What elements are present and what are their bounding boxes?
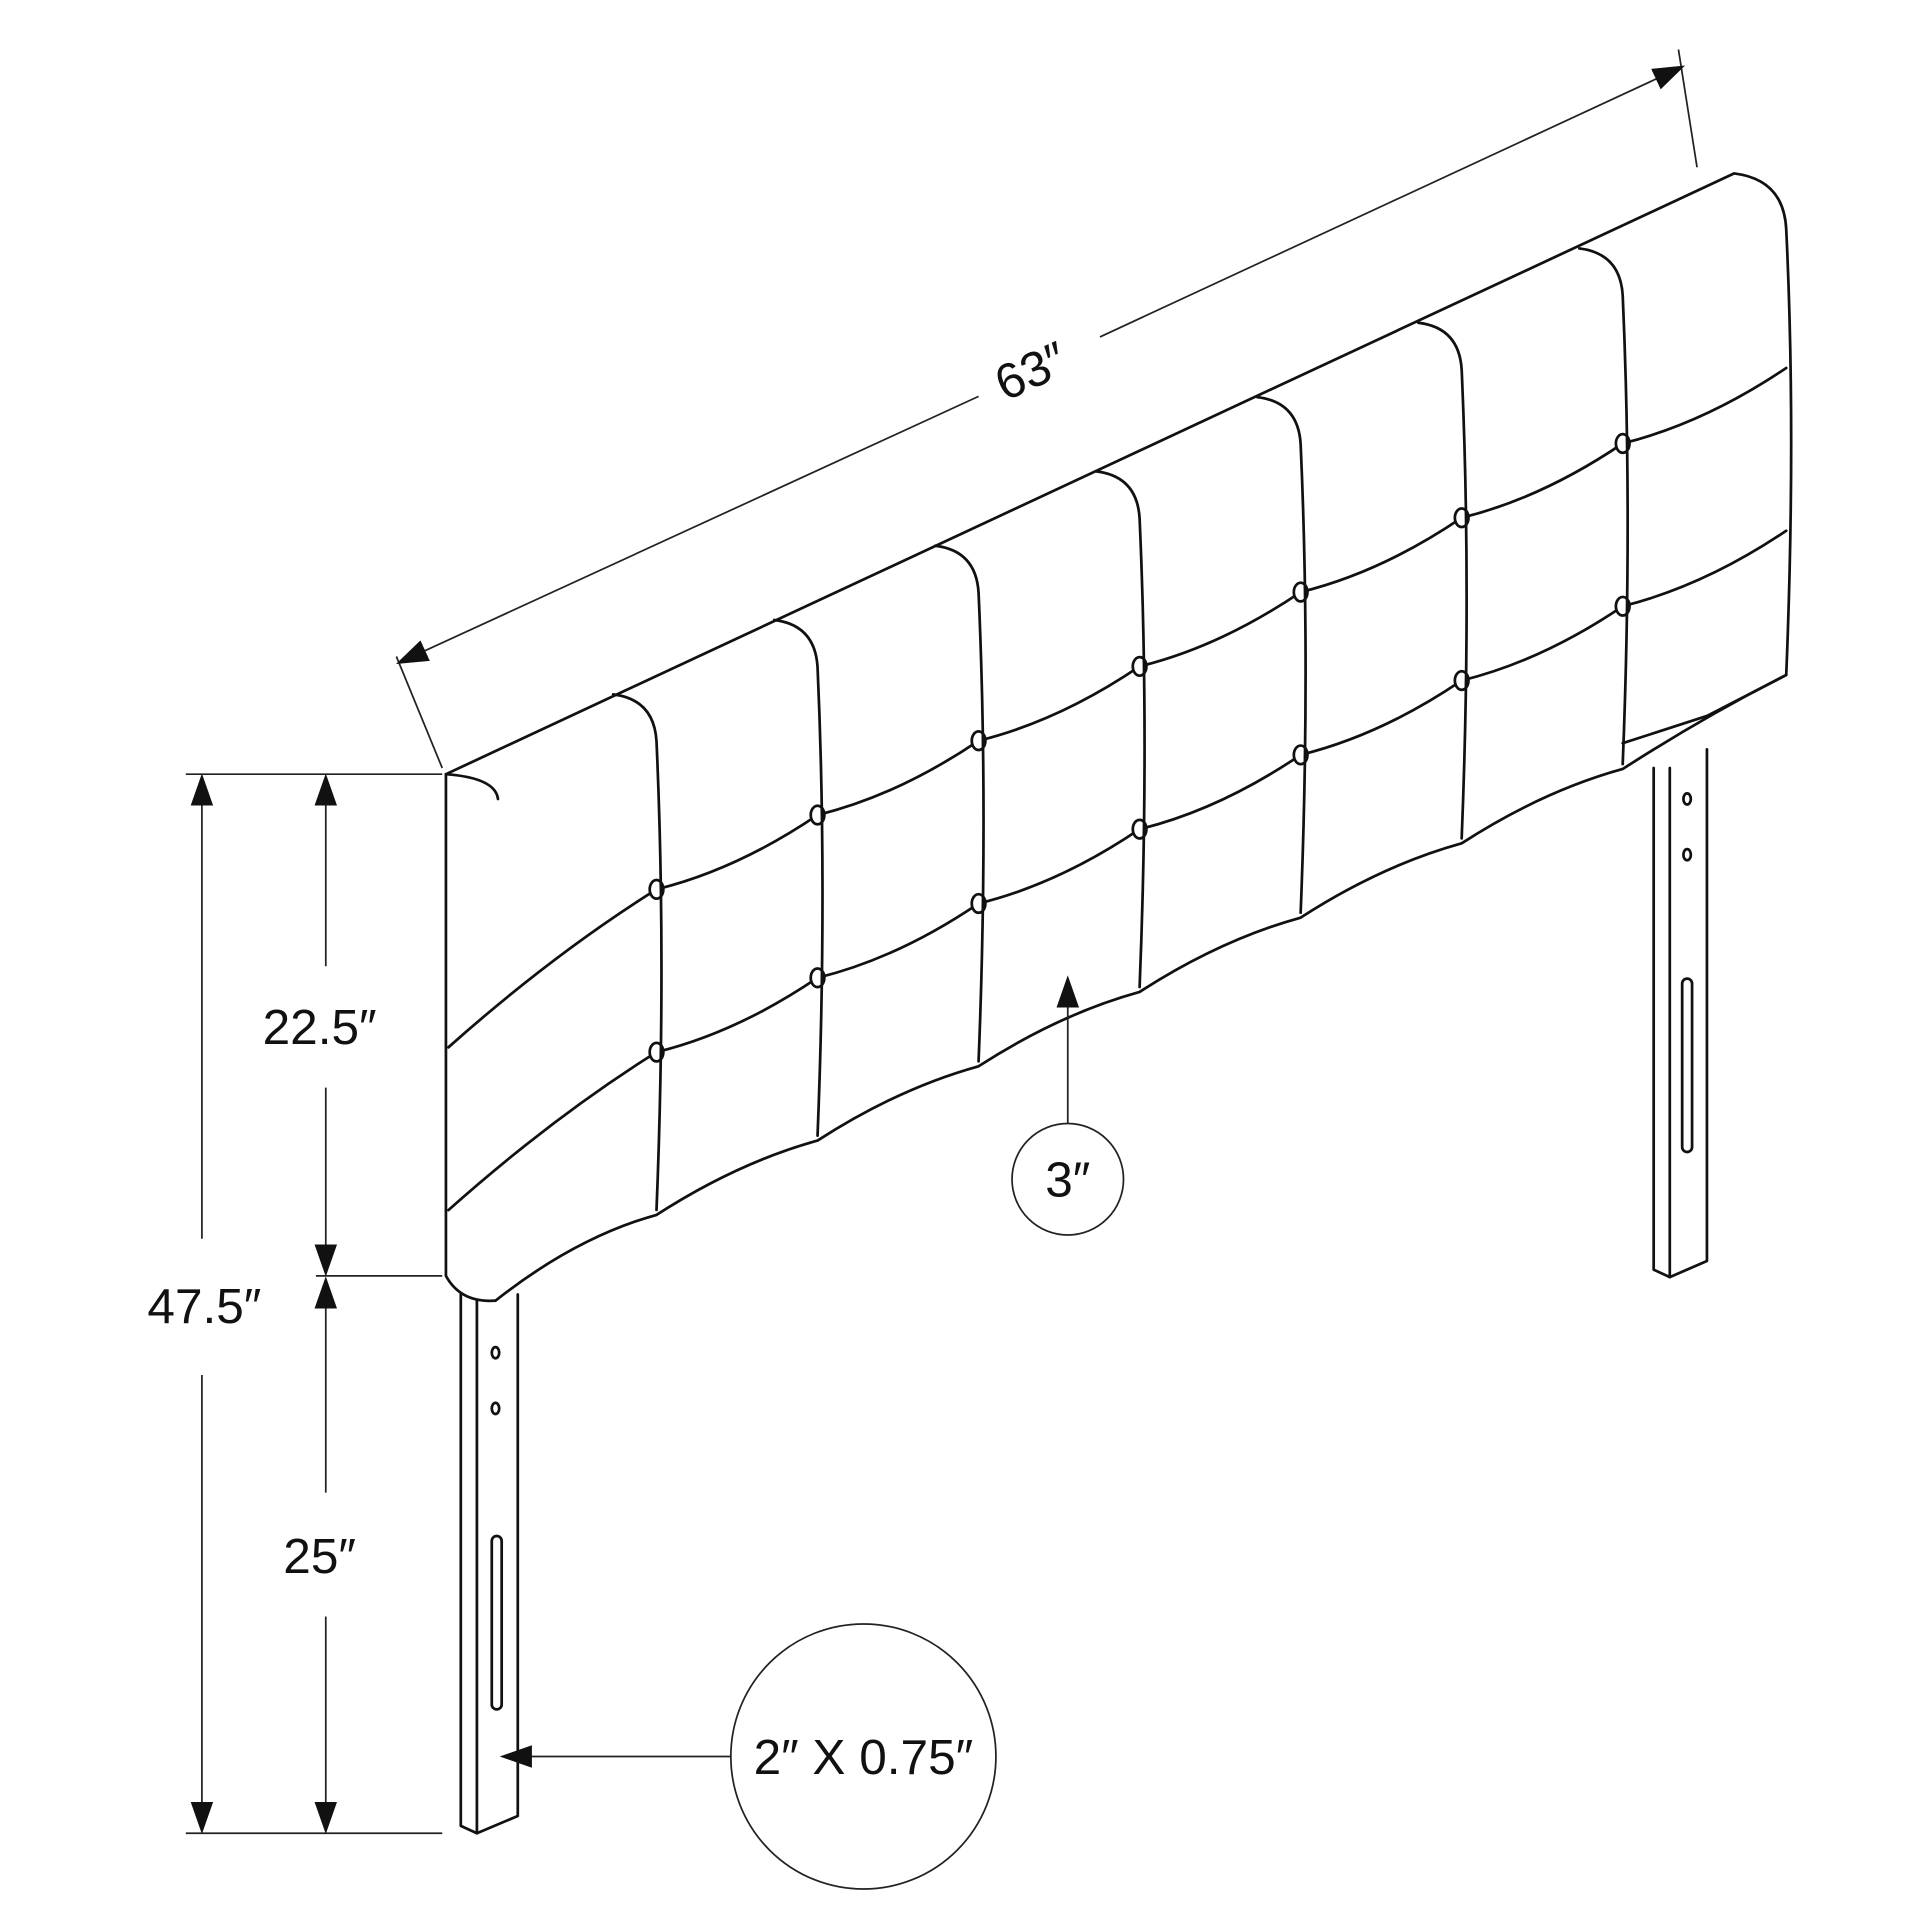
width-dimension: 63″	[395, 49, 1698, 769]
width-label: 63″	[987, 331, 1076, 411]
right-leg	[1652, 748, 1709, 1279]
leg-height-label: 25″	[283, 1529, 356, 1584]
leg-size-label: 2″ X 0.75″	[754, 1730, 974, 1785]
thickness-callout: 3″	[1011, 975, 1125, 1236]
column-seam	[1255, 395, 1307, 915]
panel-bottom-edge	[494, 673, 1788, 1303]
height-dimensions: 47.5″ 22.5″ 25″	[147, 773, 443, 1835]
thickness-label: 3″	[1045, 1153, 1090, 1208]
column-seam	[611, 692, 663, 1212]
row-seam	[447, 366, 1788, 1049]
column-seam	[933, 544, 985, 1063]
row-seam	[447, 529, 1788, 1212]
panel-height-label: 22.5″	[263, 1000, 377, 1055]
headboard-panel	[444, 172, 1793, 1303]
column-seam	[1577, 247, 1630, 766]
column-seam	[772, 618, 824, 1137]
panel-left-edge	[444, 772, 500, 1303]
total-height-label: 47.5″	[147, 1279, 261, 1334]
column-seam	[1094, 470, 1146, 989]
panel-top-edge	[444, 172, 1793, 776]
column-seam	[1416, 321, 1468, 840]
left-leg	[459, 1293, 520, 1835]
leg-size-callout: 2″ X 0.75″	[499, 1623, 997, 1890]
